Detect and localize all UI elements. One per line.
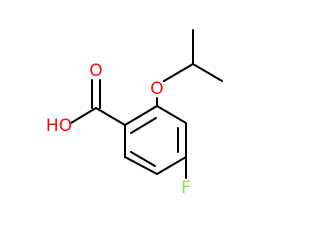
- ring-bond-c5-c6: [124, 156, 158, 175]
- bond-ch-to-methyl-left: [163, 63, 194, 82]
- atom-labels: O HO O F: [46, 61, 191, 198]
- chemical-structure-diagram: O HO O F: [46, 29, 223, 198]
- bond-ring-to-carboxyl-carbon: [95, 107, 126, 126]
- substituent-bonds: [95, 97, 187, 179]
- bond-ch-to-methyl-right: [192, 63, 223, 82]
- hydroxyl-label: HO: [46, 116, 72, 136]
- carbonyl-oxygen-label: O: [89, 61, 102, 81]
- ring-bond-c1-c2: [124, 105, 158, 126]
- ring-bond-c2-c3: [156, 105, 187, 124]
- benzene-ring: [124, 105, 187, 175]
- ring-double-bond-c1-c2-inner: [130, 117, 157, 134]
- bond-carboxyl-carbon-to-oh: [70, 107, 97, 124]
- carboxylic-acid-group: [70, 79, 101, 124]
- ether-oxygen-label: O: [150, 79, 163, 99]
- ring-bond-c4-c5: [156, 156, 187, 175]
- ring-double-bond-c5-c6-inner: [130, 151, 156, 167]
- fluorine-label: F: [181, 178, 191, 198]
- isopropyl-group: [163, 29, 223, 82]
